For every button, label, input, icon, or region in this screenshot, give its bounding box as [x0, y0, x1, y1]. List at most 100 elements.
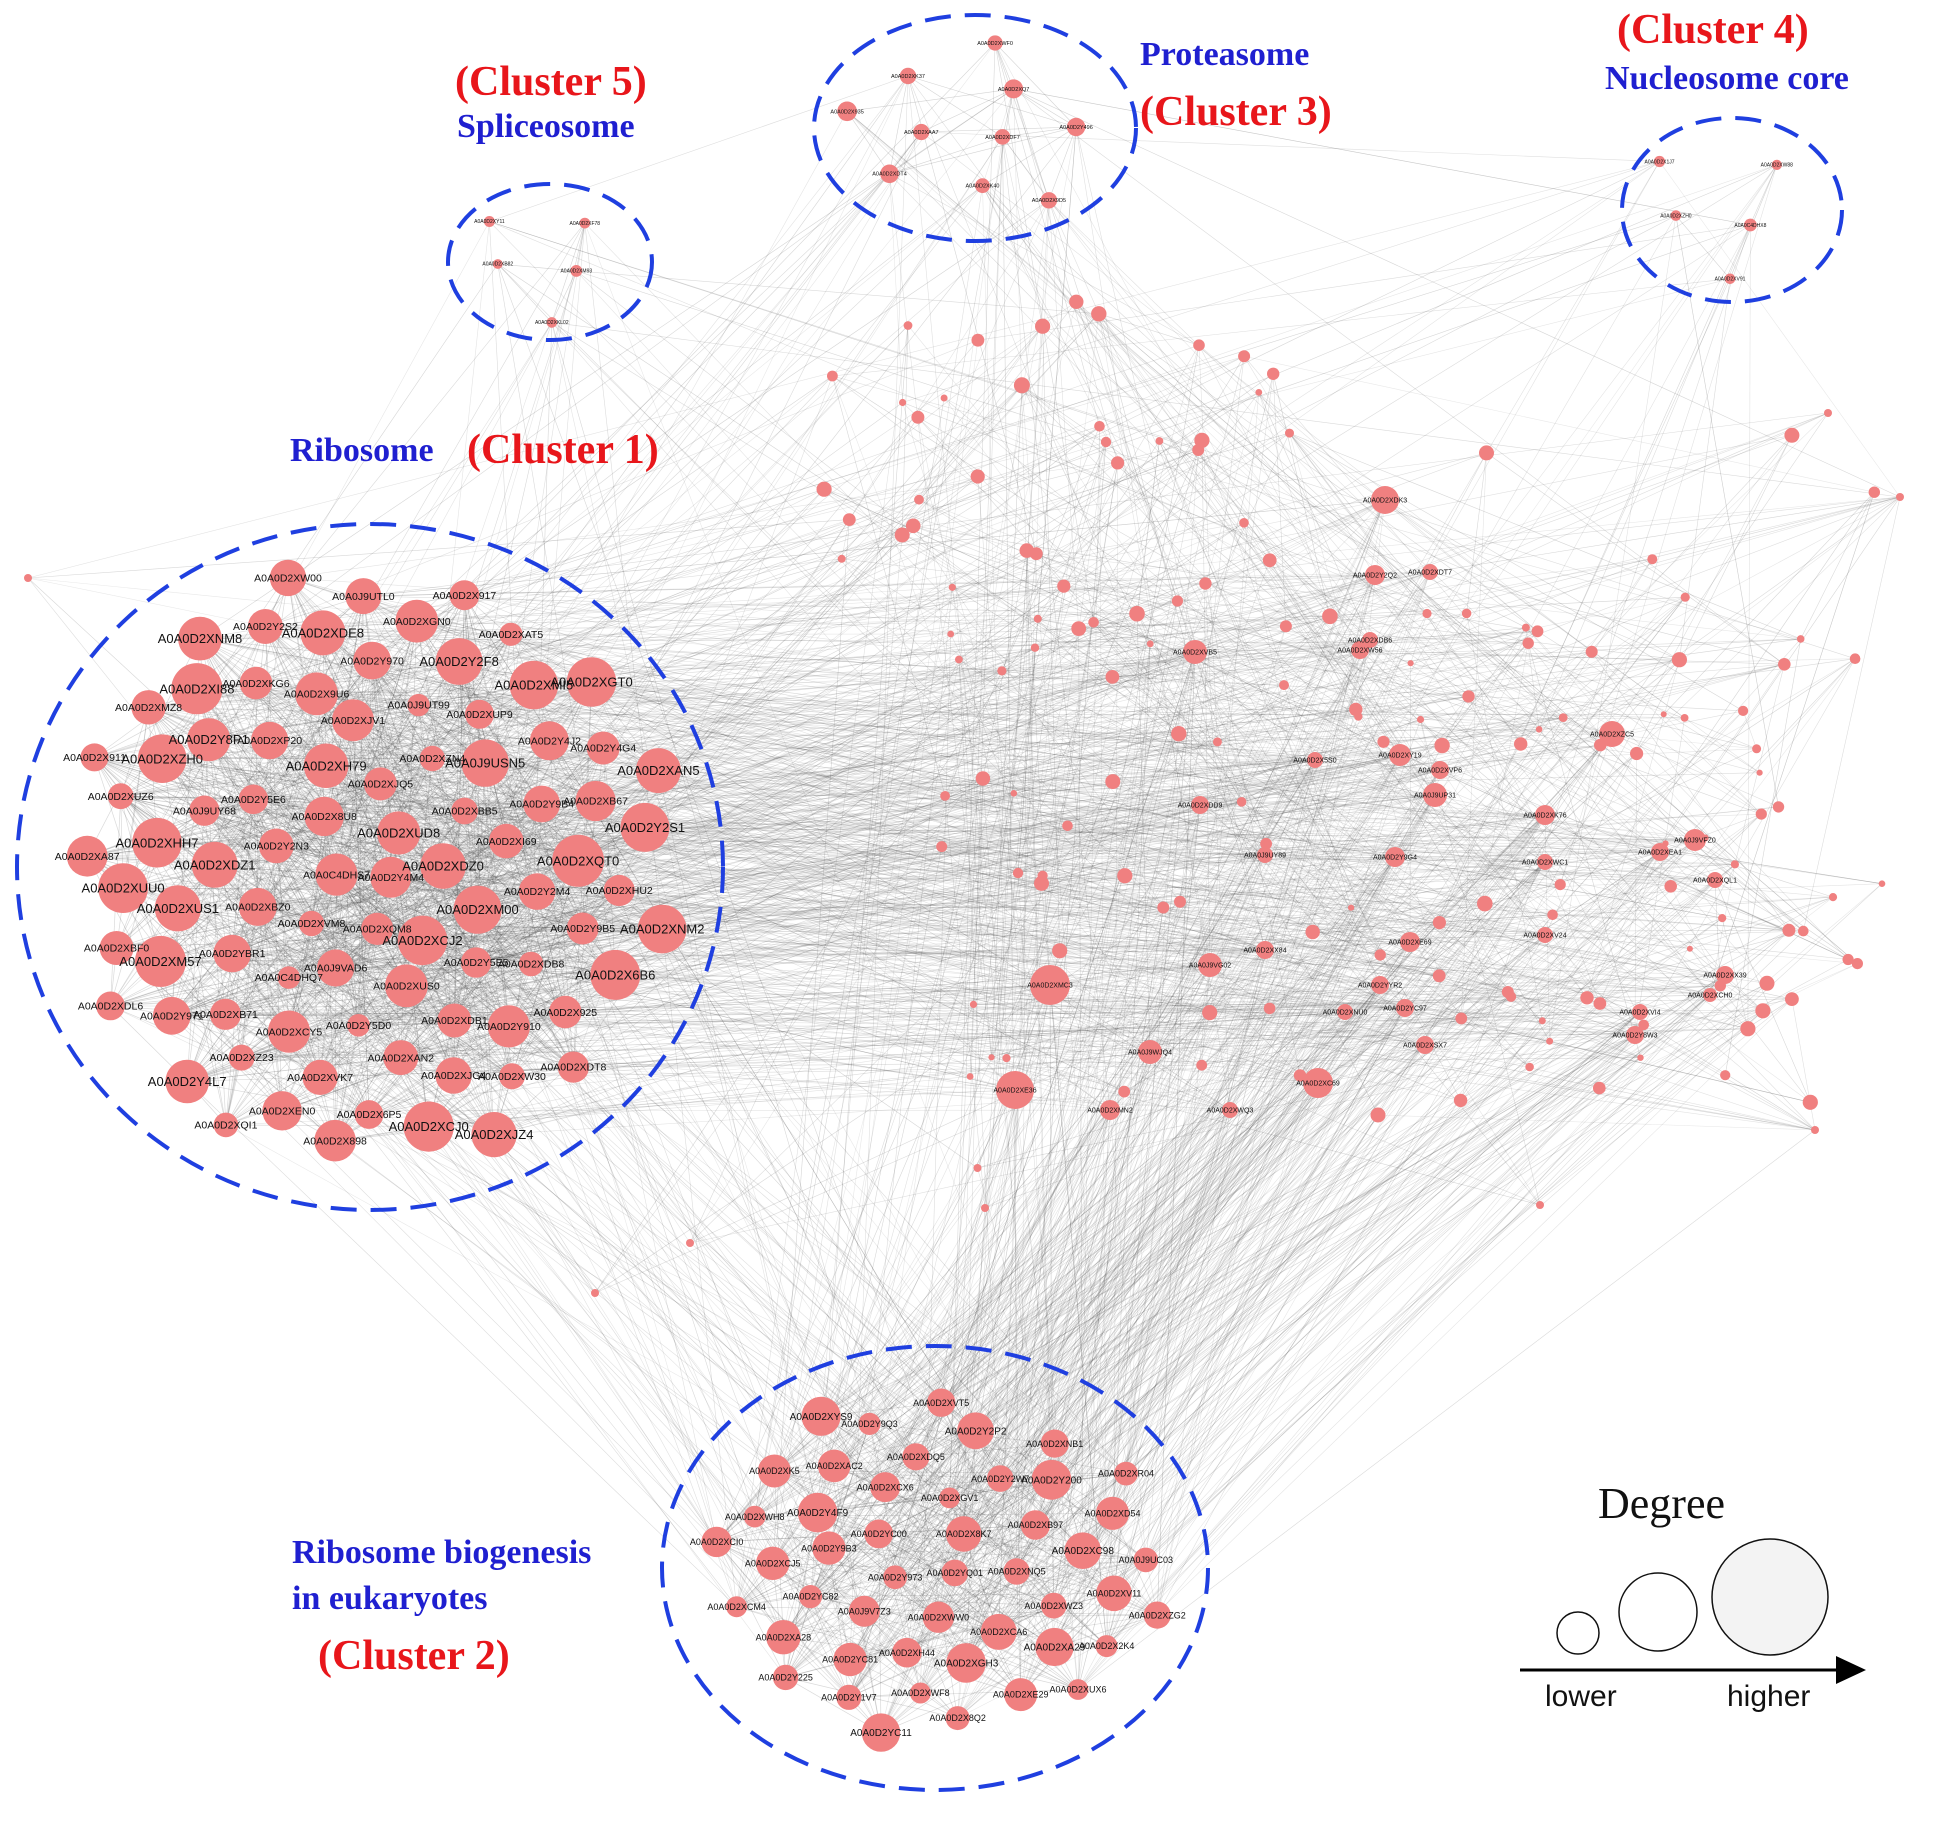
edge [199, 638, 399, 834]
node [966, 1073, 974, 1080]
edge [253, 632, 324, 800]
edge [1317, 559, 1653, 1084]
edge [1272, 373, 1331, 617]
edge [1112, 676, 1179, 734]
edge [1112, 499, 1386, 782]
edge [938, 1473, 1127, 1618]
edge [443, 865, 1042, 884]
edge [1599, 963, 1858, 1089]
node-label: A0A0D2XA87 [55, 851, 120, 863]
edge [848, 1008, 1270, 1698]
edge [533, 613, 1428, 686]
edge [257, 681, 592, 908]
edge [810, 1533, 879, 1597]
edge [400, 326, 1043, 1058]
edge [253, 799, 566, 1013]
edge [1113, 462, 1118, 1594]
edge [1014, 596, 1686, 1091]
edge [982, 550, 1028, 779]
edge [1067, 825, 1381, 986]
edge [817, 1057, 1641, 1513]
node [816, 481, 832, 497]
node-label: A0A0D2XDD9 [1178, 803, 1223, 810]
edge [689, 846, 942, 1244]
edge [918, 326, 1043, 500]
edge [123, 613, 1428, 889]
node-label: A0A0D2XZH0 [1660, 213, 1692, 219]
edge [196, 688, 1644, 1026]
edge [832, 375, 1196, 653]
edge [1014, 733, 1613, 1091]
edge [1461, 452, 1487, 1019]
edge [311, 884, 1561, 924]
edge [1198, 345, 1436, 796]
edge [889, 88, 1014, 175]
edge [991, 851, 1661, 1058]
edge [537, 854, 1266, 892]
edge [110, 1005, 1763, 1012]
edge [999, 1008, 1270, 1479]
node [1514, 737, 1528, 751]
edge [497, 263, 1301, 1076]
edge [454, 647, 1036, 1021]
edge [269, 651, 1196, 741]
edge [1051, 1010, 1764, 1481]
edge [602, 747, 620, 891]
edge [1178, 659, 1680, 734]
edge [716, 1541, 1158, 1616]
node-label: A0A0D2XDT8 [540, 1062, 606, 1074]
edge [380, 783, 1060, 952]
node [947, 630, 955, 638]
edge [716, 1541, 865, 1612]
legend-arrow-head [1836, 1656, 1866, 1684]
node-label: A0A0D2X898 [303, 1135, 367, 1147]
edge [116, 947, 974, 1005]
edge [846, 111, 1428, 614]
node-label: A0A0D2XUX6 [1049, 1685, 1106, 1695]
edge [442, 740, 550, 867]
edge [400, 1010, 1763, 1058]
edge [920, 1011, 1346, 1694]
node-label: A0A0D2XGT0 [550, 675, 632, 690]
edge [287, 577, 550, 742]
node [837, 554, 846, 563]
edge [994, 42, 1050, 201]
edge [943, 397, 1637, 754]
edge [400, 432, 1290, 1058]
edge [783, 856, 1396, 1638]
edge [110, 963, 532, 1007]
edge [336, 553, 1037, 875]
edge [464, 594, 1666, 844]
edge [963, 499, 1386, 1535]
edge [783, 1636, 967, 1664]
edge [1205, 583, 1685, 719]
edge [1078, 596, 1686, 629]
edge [320, 1024, 1644, 1078]
edge [913, 525, 1538, 632]
edge [1051, 651, 1196, 1480]
node [1738, 705, 1749, 717]
edge [288, 977, 574, 1068]
node [1432, 969, 1446, 983]
edge [311, 131, 922, 924]
edge [162, 758, 583, 929]
edge [116, 928, 583, 949]
edge [824, 488, 1613, 735]
edge [954, 1572, 1107, 1647]
edge [938, 1479, 1052, 1618]
edge [894, 804, 1201, 1578]
edge [257, 75, 909, 908]
edge [1537, 631, 1760, 773]
node [1035, 318, 1051, 334]
node-label: A0A0D2Y4F9 [787, 1508, 849, 1519]
edge [368, 804, 1201, 1115]
node-label: A0A0J9UP31 [1414, 793, 1456, 800]
node [1377, 735, 1390, 748]
node-label: A0A0D2XV11 [1087, 1588, 1142, 1598]
edge [1461, 996, 1512, 1019]
edge [214, 864, 290, 1032]
edge [1159, 440, 1527, 628]
edge [214, 660, 373, 866]
edge [754, 1004, 974, 1517]
edge [1243, 356, 1723, 919]
